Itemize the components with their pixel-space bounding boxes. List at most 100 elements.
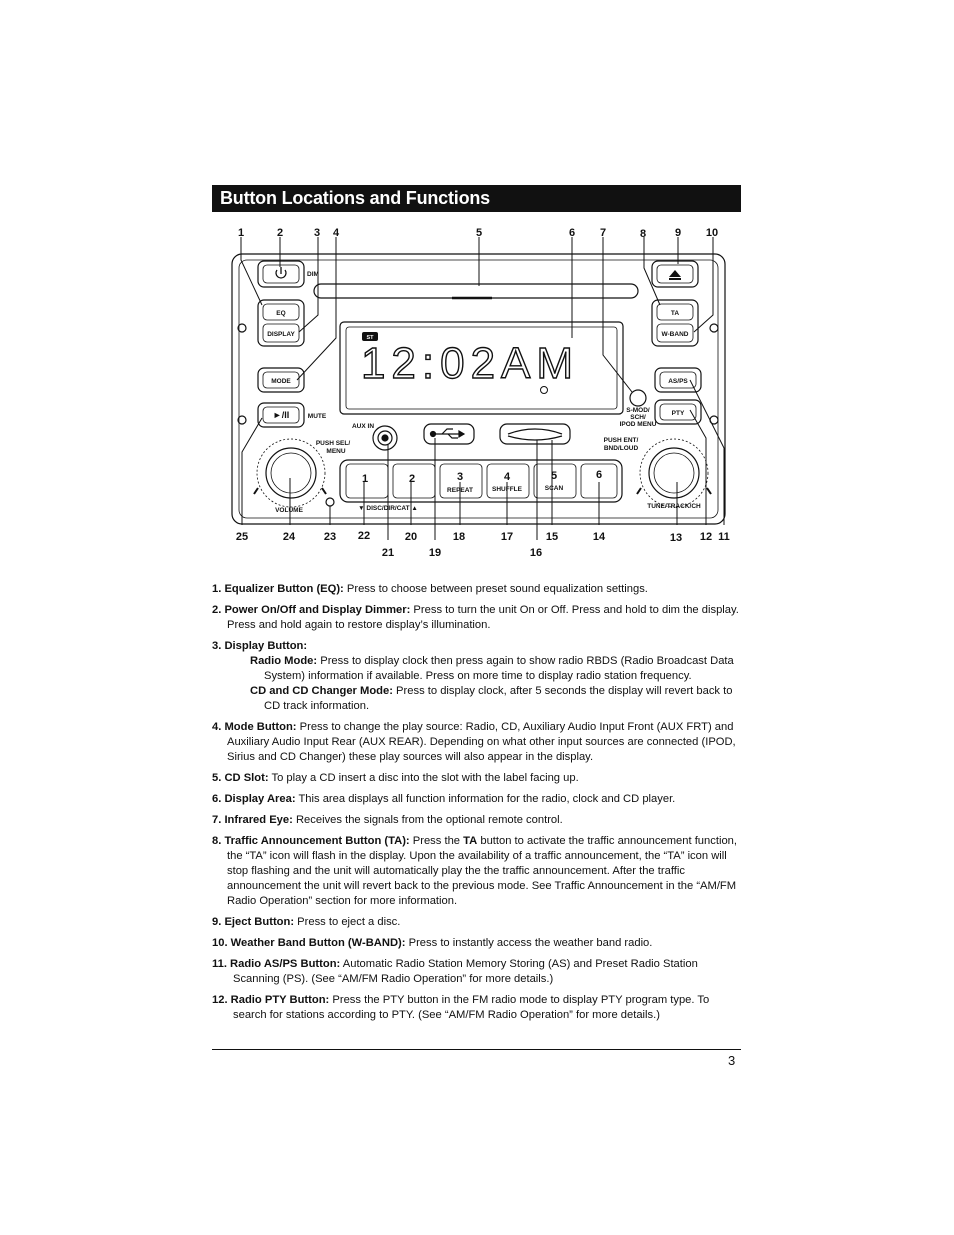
callout-4: 4 (333, 227, 340, 239)
eq-display-button-group (257, 299, 305, 347)
screw-hole (709, 323, 719, 333)
as-ps-label: AS/PS (668, 378, 688, 385)
display-label: DISPLAY (267, 331, 295, 338)
pty-label: PTY (672, 410, 685, 417)
callout-21: 21 (382, 547, 394, 559)
screw-hole (237, 415, 247, 425)
display-area (339, 321, 624, 415)
preset-3-button[interactable] (439, 463, 483, 499)
screw-hole (237, 323, 247, 333)
callout-3: 3 (314, 227, 320, 239)
description-item-4: 4. Mode Button: Press to change the play… (212, 721, 736, 763)
page-number: 3 (728, 1053, 736, 1068)
button-descriptions: 1. Equalizer Button (EQ): Press to choos… (212, 582, 744, 1029)
play-pause-button[interactable] (257, 402, 305, 428)
callout-15: 15 (546, 531, 558, 543)
reset-hole (325, 497, 335, 507)
ta-button[interactable] (656, 303, 694, 321)
sch-label: SCH/ (630, 414, 646, 421)
callout-12: 12 (700, 531, 712, 543)
radio-diagram: EQ DISPLAY DIM MODE ►/II MUTE TA W-BAND … (231, 227, 730, 559)
dim-label: DIM (307, 271, 319, 278)
callout-14: 14 (593, 531, 606, 543)
description-item-2: 2. Power On/Off and Display Dimmer: Pres… (212, 604, 739, 631)
callout-17: 17 (501, 531, 513, 543)
pty-button[interactable] (654, 399, 702, 425)
play-pause-label: ►/II (273, 410, 289, 420)
callout-1: 1 (238, 227, 244, 239)
usb-port[interactable] (423, 423, 475, 445)
eq-button[interactable] (262, 303, 300, 321)
tune-track-label: TUNE/TRACK/CH (647, 503, 701, 510)
preset-1-label: 1 (362, 473, 368, 485)
preset-4-label: 4 (504, 471, 511, 483)
preset-4-button[interactable] (486, 463, 530, 499)
eq-label: EQ (276, 310, 285, 317)
preset-5-label: 5 (551, 470, 557, 482)
callout-16: 16 (530, 547, 542, 559)
description-item-5: 5. CD Slot: To play a CD insert a disc i… (212, 772, 579, 784)
description-item-11: 11. Radio AS/PS Button: Automatic Radio … (212, 958, 698, 985)
description-item-9: 9. Eject Button: Press to eject a disc. (212, 916, 401, 928)
st-indicator-icon (362, 332, 378, 341)
description-item-1: 1. Equalizer Button (EQ): Press to choos… (212, 583, 648, 595)
aux-in-jack[interactable] (372, 425, 398, 451)
callout-9: 9 (675, 227, 681, 239)
description-item-6: 6. Display Area: This area displays all … (212, 793, 676, 805)
as-ps-button[interactable] (654, 367, 702, 393)
push-ent-label: PUSH ENT/ (604, 437, 639, 444)
ta-label: TA (671, 310, 679, 317)
description-item-12: 12. Radio PTY Button: Press the PTY butt… (212, 994, 710, 1021)
scan-label: SCAN (545, 485, 564, 492)
cd-slot (313, 283, 639, 299)
ta-wband-button-group (651, 299, 699, 347)
preset-panel (339, 459, 623, 503)
description-item-7: 7. Infrared Eye: Receives the signals fr… (212, 814, 563, 826)
leader-lines (240, 237, 725, 540)
ipod-menu-label: IPOD MENU (620, 421, 657, 428)
callout-10: 10 (706, 227, 718, 239)
power-icon (275, 267, 287, 279)
push-sel-label: PUSH SEL/ (316, 440, 351, 447)
tune-knob[interactable] (648, 447, 700, 499)
cd-mode-text: CD and CD Changer Mode: Press to display… (250, 685, 733, 712)
power-button[interactable] (257, 260, 305, 288)
callout-23: 23 (324, 531, 336, 543)
eject-icon (669, 270, 681, 280)
footer-rule (212, 1049, 741, 1050)
aux-in-label: AUX IN (352, 423, 374, 430)
callout-19: 19 (429, 547, 441, 559)
mode-label: MODE (271, 378, 291, 385)
bnd-loud-label: BND/LOUD (604, 445, 639, 452)
sd-card-slot[interactable] (499, 423, 571, 445)
callout-13: 13 (670, 532, 682, 544)
section-title: Button Locations and Functions (212, 185, 741, 212)
lcd-time: 12:02AM (361, 339, 579, 388)
callout-25: 25 (236, 531, 248, 543)
callout-11: 11 (718, 531, 730, 543)
copyright-icon (540, 386, 548, 394)
callout-22: 22 (358, 530, 370, 542)
radio-mode-text: Radio Mode: Press to display clock then … (250, 655, 734, 682)
callout-20: 20 (405, 531, 417, 543)
callout-6: 6 (569, 227, 575, 239)
st-label: ST (366, 335, 374, 341)
eject-button[interactable] (651, 260, 699, 288)
callout-2: 2 (277, 227, 283, 239)
volume-label: VOLUME (275, 507, 303, 514)
s-mod-label: S-MOD/ (626, 407, 650, 414)
w-band-button[interactable] (656, 323, 694, 343)
volume-knob[interactable] (265, 447, 317, 499)
preset-2-label: 2 (409, 473, 415, 485)
preset-3-label: 3 (457, 471, 463, 483)
callout-5: 5 (476, 227, 482, 239)
preset-5-button[interactable] (533, 463, 577, 499)
description-item-8: 8. Traffic Announcement Button (TA): Pre… (212, 835, 737, 907)
mode-button[interactable] (257, 367, 305, 393)
w-band-label: W-BAND (662, 331, 689, 338)
callout-8: 8 (640, 228, 646, 240)
usb-icon (429, 428, 466, 439)
display-button[interactable] (262, 323, 300, 343)
description-item-10: 10. Weather Band Button (W-BAND): Press … (212, 937, 653, 949)
callout-7: 7 (600, 227, 606, 239)
